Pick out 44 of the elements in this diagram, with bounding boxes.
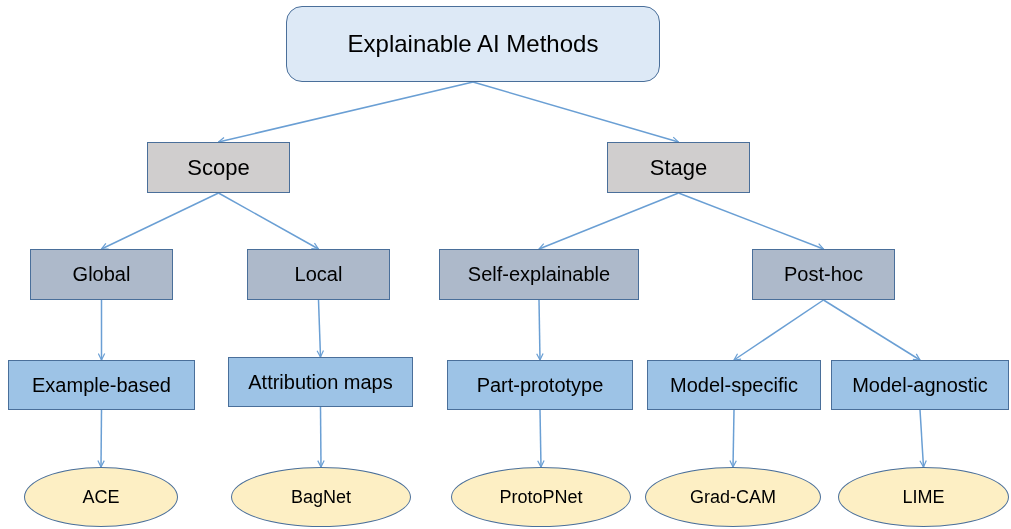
node-label: Scope [187,154,250,181]
arrow [733,299,825,361]
node-label: Model-agnostic [852,373,988,397]
arrow [538,192,680,251]
node-label: Global [72,263,131,286]
arrow [919,409,927,468]
type-box [752,249,895,300]
type-box [439,249,639,300]
node-label: Attribution maps [248,370,393,394]
approach-box [228,357,413,407]
node-label: LIME [902,486,945,508]
arrow [537,409,545,468]
node-label: Local [294,263,343,286]
arrow [316,299,325,358]
approach-box [831,360,1009,410]
type-box [247,249,390,300]
node-label: Stage [649,154,708,181]
node-label: Post-hoc [784,263,863,286]
arrow [97,409,105,468]
arrow [677,192,825,251]
approach-box [8,360,195,410]
arrow [729,409,737,468]
node-label: Explainable AI Methods [347,30,599,58]
node-label: BagNet [290,486,351,508]
arrow [217,192,320,250]
node-label: Self-explainable [467,263,611,286]
approach-box [447,360,633,410]
arrow [822,299,921,361]
category-box [607,142,750,193]
node-label: Model-specific [670,373,798,397]
type-box [30,249,173,300]
node-label: Grad-CAM [690,486,776,508]
node-label: ProtoPNet [499,486,583,508]
node-label: ACE [82,486,120,508]
approach-box [647,360,821,410]
arrow [317,406,325,468]
arrow [97,299,106,361]
category-box [147,142,290,193]
node-label: Part-prototype [476,373,604,397]
arrow [536,299,544,361]
node-label: Example-based [32,373,171,397]
root-box [286,6,660,82]
arrow [100,192,220,250]
arrow [472,81,680,144]
